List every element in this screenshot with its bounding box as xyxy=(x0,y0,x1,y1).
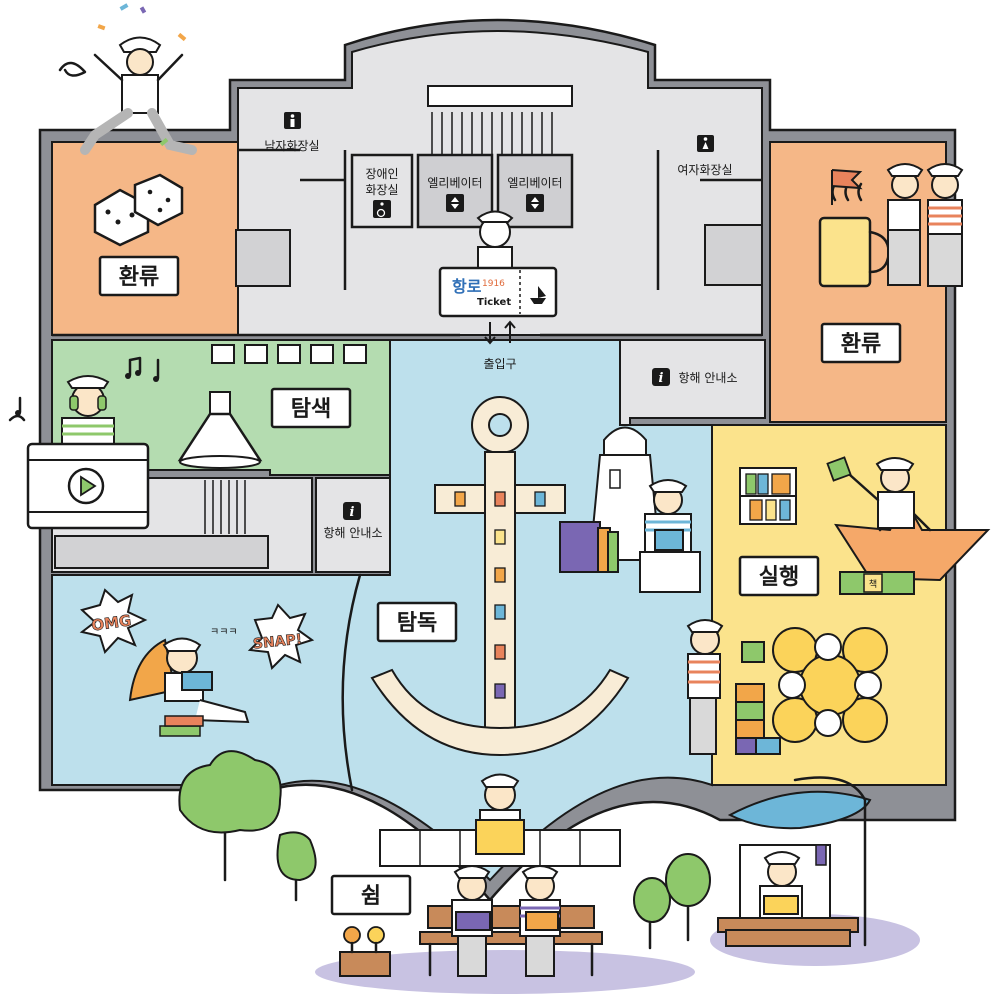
info-icon: i xyxy=(652,368,670,386)
rest-ground-shadow xyxy=(315,950,695,994)
elevator-1-label: 엘리베이터 xyxy=(427,176,482,190)
info-icon: i xyxy=(343,502,361,520)
info-desk-left[interactable] xyxy=(315,477,391,573)
entrance-arrows-icon xyxy=(484,320,516,345)
sailor-on-bench-left xyxy=(451,865,493,977)
svg-text:i: i xyxy=(350,505,355,520)
flower-pot xyxy=(339,926,391,977)
zone-label-box xyxy=(376,601,458,643)
music-note-icon xyxy=(8,356,160,422)
laugh-text: ㅋㅋㅋ xyxy=(210,627,238,638)
info-desk-right-label: 항해 안내소 xyxy=(678,371,737,385)
confetti xyxy=(97,3,187,147)
man-toilet-icon xyxy=(284,112,301,129)
zone-label-box xyxy=(330,874,412,916)
sailors-waving-flag xyxy=(831,163,964,287)
zone-label-read: 탐독 xyxy=(397,611,437,636)
mens-restroom-label: 남자화장실 xyxy=(264,139,319,153)
lighthouse-illustration xyxy=(559,426,662,573)
accessible-restroom-label-2: 화장실 xyxy=(365,183,398,197)
anchor-illustration xyxy=(370,396,630,757)
video-player-panel[interactable] xyxy=(26,442,150,530)
elevator-2[interactable] xyxy=(496,153,574,229)
woman-toilet-icon xyxy=(697,135,714,152)
elevator-1[interactable] xyxy=(416,153,494,229)
lobby-walls xyxy=(52,148,762,337)
sailor-stacking-blocks xyxy=(686,619,781,755)
zone-label-explore: 탐색 xyxy=(291,397,331,422)
play-icon[interactable] xyxy=(67,467,105,505)
lobby-stairs xyxy=(431,112,553,155)
paper-boat-illustration: 책 xyxy=(826,456,991,595)
zone-label-action: 실행 xyxy=(759,565,799,590)
zone-label-exchange-left: 환류 xyxy=(119,265,159,290)
sailor-reading-comics: OMG SNAP! ㅋㅋㅋ xyxy=(79,588,315,737)
elevator-2-label: 엘리베이터 xyxy=(507,176,562,190)
stairs xyxy=(204,480,246,534)
ticket-booth: 항로 1916 Ticket xyxy=(438,210,558,318)
snap-text: SNAP! xyxy=(252,631,303,652)
zone-label-box xyxy=(270,387,352,429)
womens-restroom-label: 여자화장실 xyxy=(677,163,732,177)
dice-illustration xyxy=(93,173,184,247)
sailor-jumping xyxy=(58,36,197,155)
flower-table-illustration xyxy=(772,627,888,743)
zone-label-box xyxy=(98,255,180,297)
zone-label-box xyxy=(820,322,902,364)
zone-exchange-left xyxy=(51,141,239,336)
ticket-year: 1916 xyxy=(482,279,505,289)
zone-label-box xyxy=(738,555,820,597)
sailor-reading-lighthouse xyxy=(639,479,701,593)
svg-text:i: i xyxy=(659,371,664,386)
sailor-on-bench-right xyxy=(519,865,561,977)
entrance-label: 출입구 xyxy=(483,357,516,371)
elevator-arrows-icon xyxy=(526,194,544,212)
sailor-headphones xyxy=(61,375,115,447)
book-chip-text: 책 xyxy=(869,578,877,590)
wheelchair-icon xyxy=(373,200,391,218)
zone-label-exchange-right: 환류 xyxy=(841,332,881,357)
zone-label-rest: 쉼 xyxy=(361,884,381,909)
ticket-word: Ticket xyxy=(477,297,511,308)
elevator-arrows-icon xyxy=(446,194,464,212)
small-trees-right xyxy=(633,853,711,950)
bookshelf-illustration xyxy=(739,467,797,525)
accessible-restroom-label-1: 장애인 xyxy=(365,167,398,181)
gazebo-illustration xyxy=(717,776,872,947)
info-desk-right[interactable] xyxy=(619,339,766,426)
tree-left xyxy=(178,750,317,902)
ticket-logo: 항로 xyxy=(452,277,482,296)
omg-text: OMG xyxy=(90,611,132,634)
info-desk-left-label: 항해 안내소 xyxy=(323,526,382,540)
lamp-illustration xyxy=(177,344,367,469)
sailor-reading-center xyxy=(475,773,525,855)
